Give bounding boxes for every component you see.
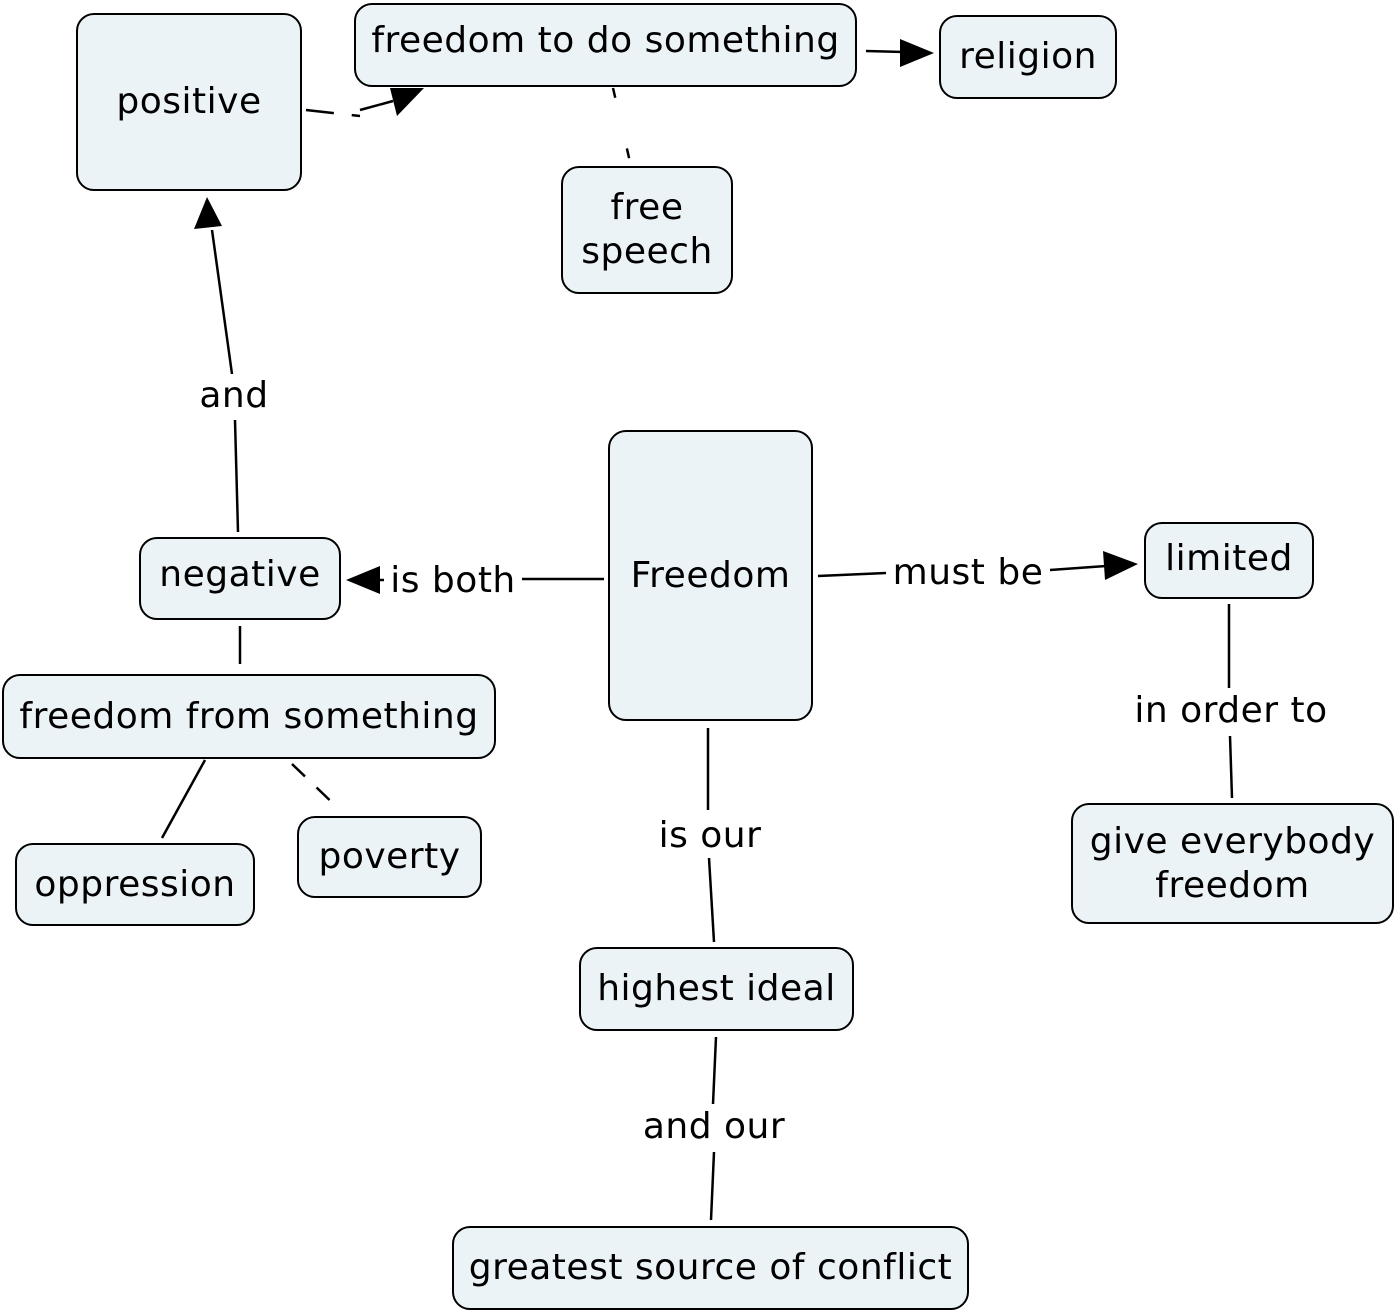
- node-religion-label: religion: [959, 36, 1097, 77]
- node-greatest-source-of-conflict: greatest source of conflict: [452, 1226, 969, 1310]
- edge-positive-to-freedom-to-do: [305, 108, 361, 118]
- edge-and-to-positive: [210, 229, 234, 375]
- node-freedom-to-do-something-label: freedom to do something: [371, 20, 840, 61]
- edge-in-order-to-to-give-freedom: [1228, 735, 1234, 799]
- node-oppression-label: oppression: [34, 863, 236, 905]
- edge-highest-ideal-to-and-our: [711, 1036, 718, 1105]
- node-negative-label: negative: [159, 553, 321, 595]
- node-negative: negative: [139, 537, 341, 620]
- node-limited-label: limited: [1165, 537, 1293, 579]
- node-religion: religion: [939, 15, 1117, 99]
- node-positive-label: positive: [116, 81, 262, 122]
- edge-freedom-to-do-to-free-speech: [611, 87, 632, 163]
- node-oppression: oppression: [15, 843, 255, 926]
- arrow-head-religion: [900, 39, 934, 67]
- edge-must-be-to-limited: [1049, 564, 1107, 572]
- edge-freedom-from-to-poverty: [291, 763, 341, 811]
- link-label-and: and: [194, 374, 274, 418]
- arrow-head-negative: [346, 566, 380, 594]
- edge-freedom-from-to-oppression: [160, 759, 207, 839]
- node-freedom-from-something: freedom from something: [2, 674, 496, 759]
- edge-positive-to-freedom-to-do-tail: [359, 99, 394, 112]
- edge-negative-to-and: [233, 419, 240, 533]
- node-poverty: poverty: [297, 816, 482, 898]
- link-label-in-order-to: in order to: [1126, 689, 1336, 733]
- node-poverty-label: poverty: [318, 836, 461, 877]
- node-positive: positive: [76, 13, 302, 191]
- node-freedom-from-something-label: freedom from something: [19, 695, 479, 737]
- link-label-is-both: is both: [386, 559, 520, 603]
- node-highest-ideal: highest ideal: [579, 947, 854, 1031]
- edge-freedom-to-must-be: [817, 571, 887, 578]
- edge-and-our-to-greatest-conflict: [709, 1151, 716, 1221]
- node-greatest-source-of-conflict-label: greatest source of conflict: [468, 1247, 953, 1288]
- node-free-speech-label: free speech: [581, 187, 713, 272]
- link-label-must-be: must be: [886, 551, 1050, 595]
- node-free-speech: free speech: [561, 166, 733, 294]
- link-label-is-our: is our: [650, 814, 770, 858]
- node-freedom-label: Freedom: [630, 554, 791, 596]
- edge-freedom-to-do-to-religion: [865, 49, 905, 54]
- arrow-head-limited: [1103, 551, 1138, 580]
- node-freedom: Freedom: [608, 430, 813, 721]
- node-give-everybody-freedom: give everybody freedom: [1071, 803, 1394, 924]
- arrow-head-positive: [194, 197, 222, 229]
- arrow-head-freedom-to-do: [390, 88, 424, 116]
- node-freedom-to-do-something: freedom to do something: [354, 3, 857, 87]
- node-give-everybody-freedom-label: give everybody freedom: [1089, 820, 1376, 906]
- link-label-and-our: and our: [636, 1105, 792, 1149]
- node-limited: limited: [1144, 522, 1314, 599]
- node-highest-ideal-label: highest ideal: [597, 968, 836, 1009]
- edge-is-our-to-highest-ideal: [707, 857, 716, 943]
